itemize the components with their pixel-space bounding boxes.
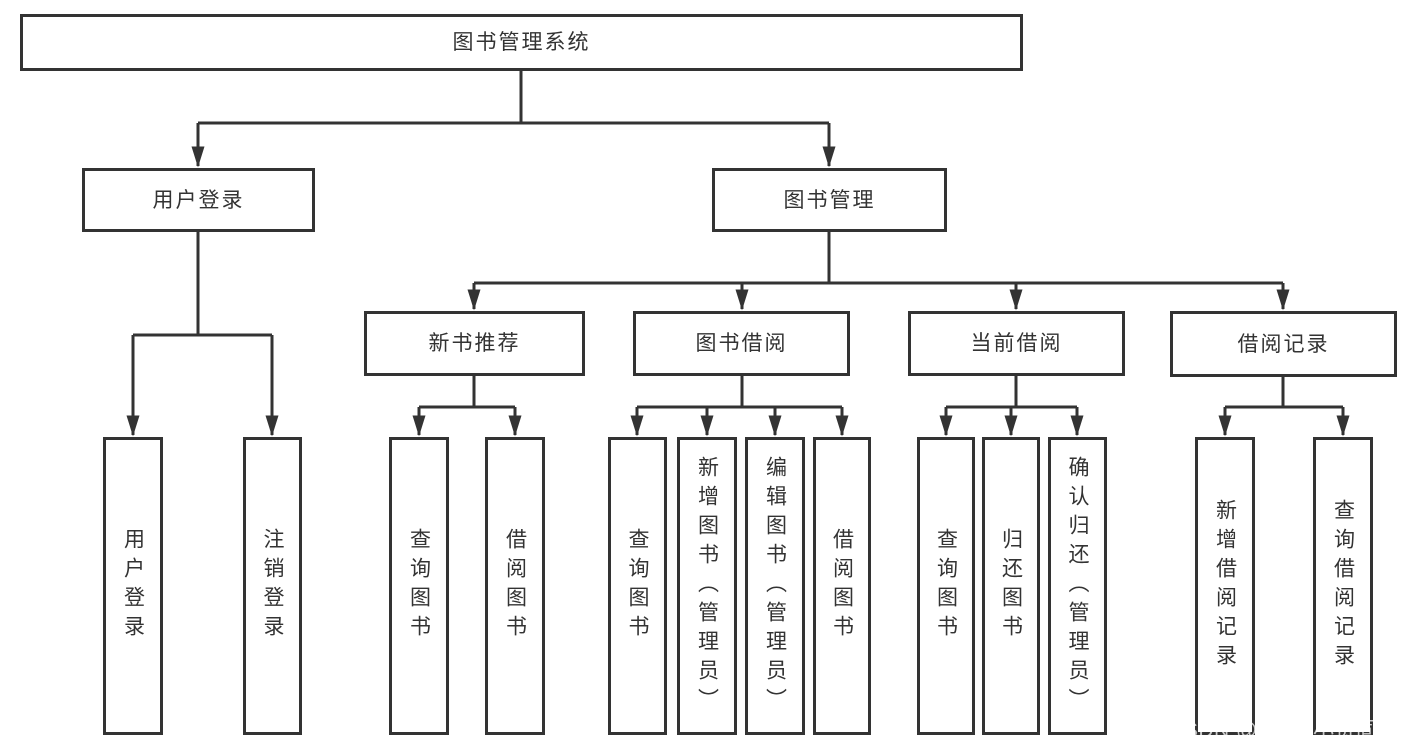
- node-leaf-add-book-admin: 新增图书（管理员）: [677, 437, 737, 735]
- node-leaf-borrow-book-1: 借阅图书: [485, 437, 545, 735]
- node-book-management: 图书管理: [712, 168, 947, 232]
- node-leaf-logout: 注销登录: [243, 437, 302, 735]
- node-leaf-query-book-3: 查询图书: [917, 437, 975, 735]
- node-leaf-edit-book-admin: 编辑图书（管理员）: [745, 437, 805, 735]
- node-book-management-label: 图书管理: [783, 188, 876, 212]
- node-book-borrow: 图书借阅: [633, 311, 850, 376]
- node-leaf-query-borrow-record: 查询借阅记录: [1313, 437, 1373, 735]
- node-leaf-query-book-1: 查询图书: [389, 437, 449, 735]
- node-book-borrow-label: 图书借阅: [695, 332, 788, 355]
- csdn-watermark: CSDN @软件_小贺同学: [1168, 719, 1399, 742]
- node-borrow-record: 借阅记录: [1170, 311, 1397, 377]
- node-new-book-recommend-label: 新书推荐: [428, 332, 521, 355]
- node-leaf-confirm-return-admin: 确认归还（管理员）: [1048, 437, 1107, 735]
- node-current-borrow-label: 当前借阅: [970, 332, 1063, 355]
- node-root-system: 图书管理系统: [20, 14, 1023, 71]
- node-leaf-return-book: 归还图书: [982, 437, 1040, 735]
- node-user-login-label: 用户登录: [152, 188, 245, 212]
- node-leaf-query-book-2: 查询图书: [608, 437, 667, 735]
- node-user-login: 用户登录: [82, 168, 315, 232]
- node-leaf-add-borrow-record: 新增借阅记录: [1195, 437, 1255, 735]
- node-root-label: 图书管理系统: [452, 31, 591, 54]
- node-leaf-borrow-book-2: 借阅图书: [813, 437, 871, 735]
- node-current-borrow: 当前借阅: [908, 311, 1125, 376]
- node-leaf-user-login: 用户登录: [103, 437, 163, 735]
- node-borrow-record-label: 借阅记录: [1237, 332, 1330, 356]
- node-new-book-recommend: 新书推荐: [364, 311, 585, 376]
